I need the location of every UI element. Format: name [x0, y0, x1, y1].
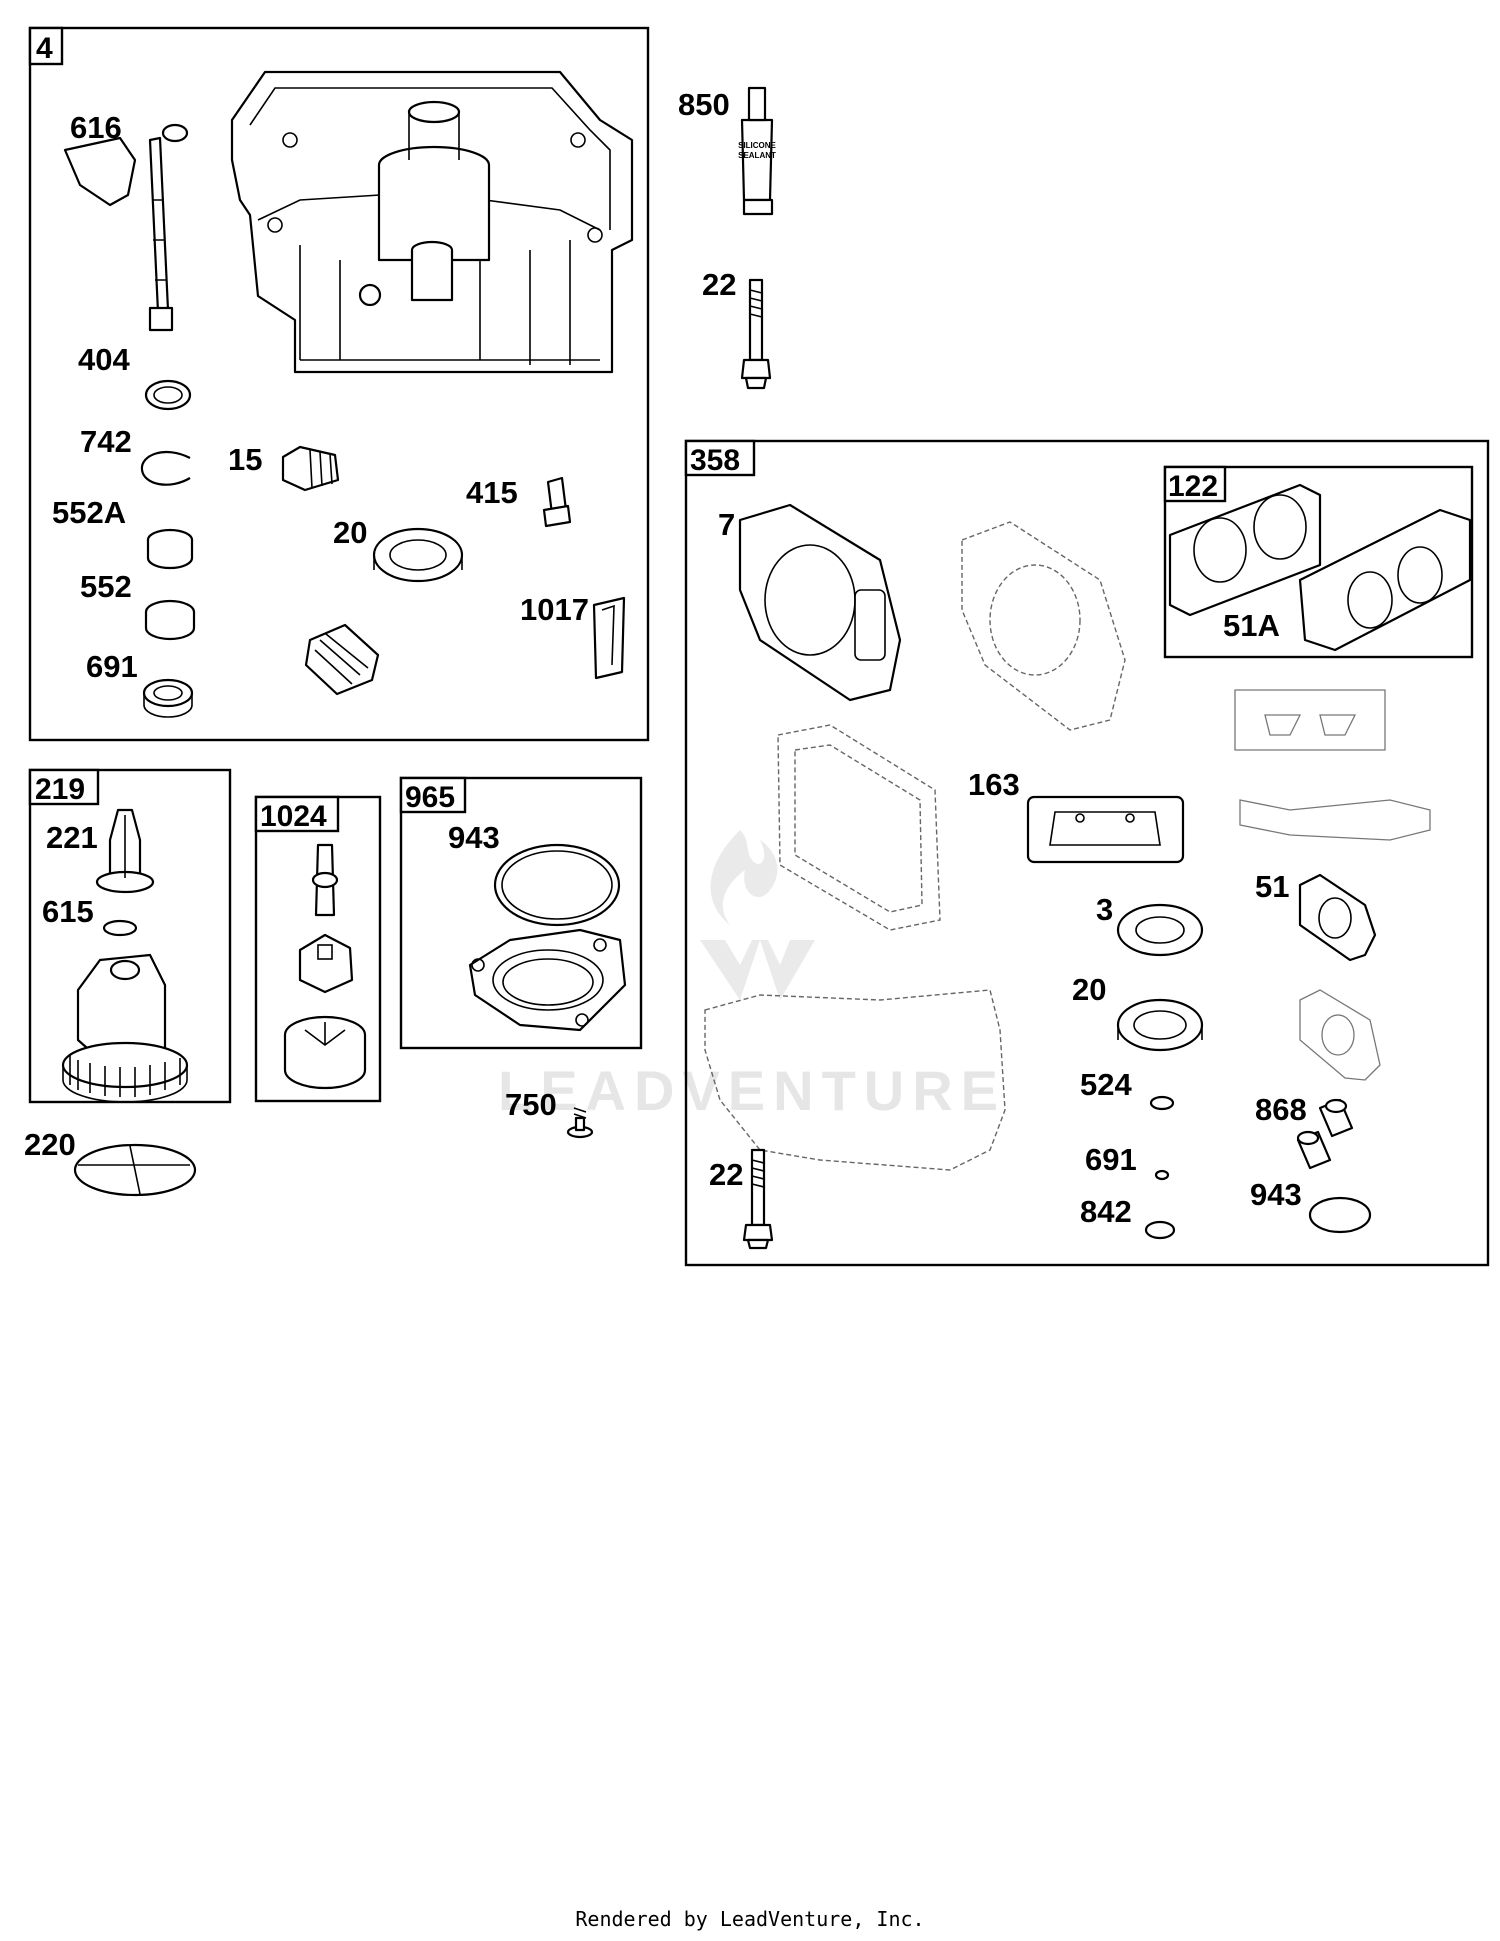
head-gasket-ghost	[961, 521, 1126, 731]
gasket-163	[1026, 795, 1185, 864]
ring-842	[1144, 1220, 1176, 1240]
screen-220	[73, 1143, 197, 1197]
panel-tag	[254, 795, 340, 833]
panel-crankcase-kit: 4 616 404	[28, 26, 650, 742]
gasket-51	[1298, 873, 1377, 962]
gasket-ghost-b	[1239, 799, 1431, 841]
governor-shaft-drawing	[63, 123, 189, 332]
watermark-text: LEADVENTURE	[498, 1059, 1006, 1122]
panel-tag	[684, 439, 756, 477]
callout-943[interactable]: 943	[448, 820, 500, 855]
callout-7[interactable]: 7	[718, 507, 735, 542]
callout-691[interactable]: 691	[86, 649, 138, 684]
ring-524	[1149, 1095, 1175, 1111]
panel-gasket-subset	[1163, 465, 1474, 659]
panel-tag	[399, 776, 467, 814]
seal-20-crankcase	[372, 527, 464, 583]
callout-616[interactable]: 616	[70, 110, 122, 145]
o-ring-943-gasket-set	[1308, 1196, 1372, 1234]
e-ring-742	[140, 450, 191, 486]
panel-label: 358	[690, 444, 740, 477]
callout-20[interactable]: 20	[333, 515, 367, 550]
panel-label: 965	[405, 781, 455, 814]
panel-tag	[1163, 465, 1227, 503]
panel-label: 122	[1168, 470, 1218, 503]
watermark: LEADVENTURE	[498, 830, 1006, 1122]
ring-691	[1154, 1169, 1170, 1181]
panel-rotor-set: 1024	[254, 795, 382, 1103]
panel-cover-kit: 965 943	[399, 776, 643, 1050]
callout-22[interactable]: 22	[709, 1157, 743, 1192]
gasket-51A	[1298, 508, 1472, 652]
crankcase-gasket-ghost	[704, 989, 1006, 1171]
panel-frame	[684, 439, 1490, 1267]
callout-22[interactable]: 22	[702, 267, 736, 302]
callout-615[interactable]: 615	[42, 894, 94, 929]
callout-51[interactable]: 51	[1255, 869, 1289, 904]
callout-524[interactable]: 524	[1080, 1067, 1132, 1102]
inner-rotor	[298, 933, 354, 994]
tube-text-1: SILICONE	[738, 141, 776, 150]
o-ring-943	[493, 843, 621, 927]
silicone-tube-icon: SILICONE SEALANT	[738, 86, 777, 216]
callout-163[interactable]: 163	[968, 767, 1020, 802]
bolt-22-top	[740, 278, 772, 390]
tube-text-2: SEALANT	[738, 151, 776, 160]
callout-691[interactable]: 691	[1085, 1142, 1137, 1177]
panel-tag	[28, 768, 100, 806]
callout-868[interactable]: 868	[1255, 1092, 1307, 1127]
oil-pump-body	[61, 953, 189, 1103]
panel-oil-pump: 219 221 615	[28, 768, 232, 1104]
callout-943[interactable]: 943	[1250, 1177, 1302, 1212]
callout-221[interactable]: 221	[46, 820, 98, 855]
valve-cover-gasket-ghost	[777, 724, 941, 931]
leadventure-flame-logo-icon	[710, 830, 778, 925]
callout-20[interactable]: 20	[1072, 972, 1106, 1007]
head-gasket-7	[738, 503, 902, 702]
callout-552[interactable]: 552	[80, 569, 132, 604]
footer-credit: Rendered by LeadVenture, Inc.	[575, 1907, 924, 1931]
seal-3	[1116, 903, 1204, 957]
washer-404	[144, 379, 192, 411]
part-1017	[592, 596, 626, 680]
panel-frame	[28, 26, 650, 742]
bolt-22-gasket-set	[742, 1148, 774, 1250]
panel-label: 4	[36, 32, 53, 65]
gasket-51-ghost	[1299, 989, 1381, 1081]
part-868	[1296, 1098, 1354, 1170]
watermark-mark	[700, 940, 815, 1000]
callout-3[interactable]: 3	[1096, 892, 1113, 927]
callout-750[interactable]: 750	[505, 1087, 557, 1122]
gasket-ghost-a	[1234, 689, 1386, 751]
crankcase-drawing	[230, 70, 634, 374]
callout-220[interactable]: 220	[24, 1127, 76, 1162]
panel-frame	[399, 776, 643, 1050]
screw-750	[566, 1107, 594, 1139]
callout-1017[interactable]: 1017	[520, 592, 589, 627]
panel-label: 1024	[260, 800, 327, 833]
panel-tag	[28, 26, 64, 66]
callout-404[interactable]: 404	[78, 342, 130, 377]
panel-gasket-set: 358 122 51A 7	[684, 439, 1490, 1267]
callout-15[interactable]: 15	[228, 442, 262, 477]
ring-615	[102, 919, 138, 937]
callout-552A[interactable]: 552A	[52, 495, 126, 530]
seal-20-gasket-set	[1116, 998, 1204, 1052]
pump-cover	[468, 928, 627, 1032]
callout-51A[interactable]: 51A	[1223, 608, 1280, 643]
callout-415[interactable]: 415	[466, 475, 518, 510]
panel-label: 219	[35, 773, 85, 806]
callout-850[interactable]: 850	[678, 87, 730, 122]
callout-842[interactable]: 842	[1080, 1194, 1132, 1229]
intake-gasket-122	[1168, 483, 1322, 617]
seal-691	[142, 678, 194, 708]
callout-742[interactable]: 742	[80, 424, 132, 459]
